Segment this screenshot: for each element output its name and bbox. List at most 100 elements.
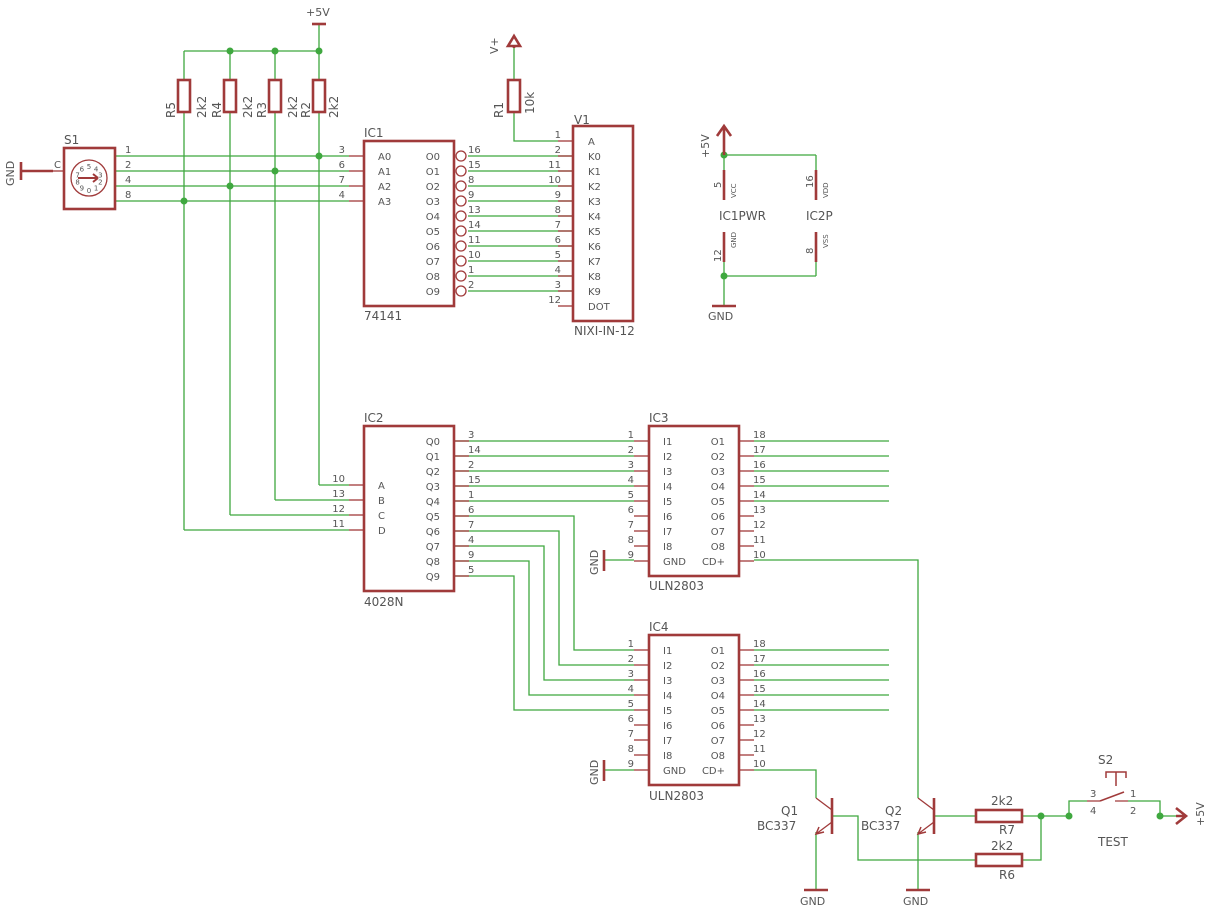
ic4-pins-pin-number: 1 <box>628 639 634 650</box>
gnd-label-pwr: GND <box>708 310 733 323</box>
ic3-pins-pin-name: CD+ <box>702 557 725 568</box>
ic1-74141: IC1 74141 3A06A17A24A316O015O18O29O313O4… <box>339 126 481 323</box>
ic3-uln2803: IC3 ULN2803 1I12I23I34I45I56I67I78I89GND… <box>628 411 766 593</box>
ic3-pins-pin-number: 2 <box>628 445 634 456</box>
ic4-pins-pin-name: O1 <box>711 646 725 657</box>
pwr-pin-vss-name: VSS <box>822 234 830 248</box>
ic3-pins-pin-name: I2 <box>663 452 672 463</box>
ic3-pins-pin-number: 5 <box>628 490 634 501</box>
resistor-r3 <box>267 78 283 114</box>
v1-pin-name: K5 <box>588 227 601 238</box>
ic3-pins-pin-number: 15 <box>753 475 766 486</box>
ic2-pin-name: Q2 <box>426 467 440 478</box>
ic3-pins-pin-name: GND <box>663 557 686 568</box>
pushbutton-s2-pin-1: 1 <box>1130 789 1136 800</box>
ic1-pin-number: 11 <box>468 235 481 246</box>
v1-pin-number: 1 <box>555 130 561 141</box>
ic3-pins-pin-name: I1 <box>663 437 672 448</box>
ic4-pins-pin-number: 9 <box>628 759 634 770</box>
switch-s1-dial-digit: 0 <box>87 187 91 195</box>
v1-pin-name: K4 <box>588 212 601 223</box>
junction-dot <box>271 167 279 175</box>
transistor-q2: Q2 BC337 <box>861 797 936 836</box>
ic3-value: ULN2803 <box>649 579 704 593</box>
ic1-pin-number: 2 <box>468 280 474 291</box>
transistor-q1: Q1 BC337 <box>757 797 834 836</box>
ic2-pin-number: 1 <box>468 490 474 501</box>
pwr-pin-vcc-name: VCC <box>730 183 738 198</box>
ic2p-label: IC2P <box>806 209 833 223</box>
ic4-pins-pin-number: 10 <box>753 759 766 770</box>
ic3-pins-pin-name: O7 <box>711 527 725 538</box>
ic1-pin-number: 13 <box>468 205 481 216</box>
ic1-pins: 3A06A17A24A316O015O18O29O313O414O511O610… <box>339 145 481 298</box>
ic3-pins-pin-number: 16 <box>753 460 766 471</box>
ic4-pins-pin-name: O7 <box>711 736 725 747</box>
ic2-pin-name: Q1 <box>426 452 440 463</box>
resistor-r2 <box>311 78 327 114</box>
ic2-pin-name: Q3 <box>426 482 440 493</box>
ic2-pin-number: 2 <box>468 460 474 471</box>
ic4-pins-pin-name: I1 <box>663 646 672 657</box>
ic4-pins-pin-number: 6 <box>628 714 634 725</box>
ic4-pins-pin-name: I6 <box>663 721 672 732</box>
transistor-q2-name: Q2 <box>885 804 902 818</box>
ic1-pin-name: A3 <box>378 197 391 208</box>
ic1-pin-name: O5 <box>426 227 440 238</box>
v1-pin-number: 6 <box>555 235 561 246</box>
junction-dot <box>720 272 728 280</box>
ic1-pin-name: O2 <box>426 182 440 193</box>
resistor-r6-name: R6 <box>999 868 1015 882</box>
ic1-pin-name: O4 <box>426 212 440 223</box>
pushbutton-s2-pin-2: 2 <box>1130 806 1136 817</box>
resistor-r3-value: 2k2 <box>286 96 300 118</box>
ic2-pin-name: Q7 <box>426 542 440 553</box>
ic4-pins-pin-name: I8 <box>663 751 672 762</box>
resistor-r5-name: R5 <box>164 102 178 118</box>
resistor-r5-value: 2k2 <box>195 96 209 118</box>
resistor-r7 <box>974 808 1024 824</box>
switch-s1-common-label: C <box>54 160 61 171</box>
junction-dot <box>226 182 234 190</box>
ic2-pin-name: C <box>378 511 385 522</box>
switch-s1-dial-digit: 2 <box>98 179 102 187</box>
ic4-pins-pin-name: O4 <box>711 691 725 702</box>
ic1-pin-number: 14 <box>468 220 481 231</box>
ic3-pins-pin-name: I4 <box>663 482 672 493</box>
ic4-pins-pin-name: GND <box>663 766 686 777</box>
junction-dot <box>315 152 323 160</box>
switch-s1-dial-digit: 1 <box>94 185 98 193</box>
ic3-pins-pin-number: 13 <box>753 505 766 516</box>
switch-s1-dial-digit: 3 <box>98 171 102 179</box>
ic3-name: IC3 <box>649 411 669 425</box>
ic4-value: ULN2803 <box>649 789 704 803</box>
ic4-pins-pin-name: I7 <box>663 736 672 747</box>
ic4-pins-pin-number: 13 <box>753 714 766 725</box>
junction-dot <box>1156 812 1164 820</box>
transistor-q1-name: Q1 <box>781 804 798 818</box>
v1-pin-name: K9 <box>588 287 601 298</box>
ic1-pin-name: O7 <box>426 257 440 268</box>
ic2-pin-number: 12 <box>332 504 345 515</box>
ic2-pin-name: B <box>378 496 385 507</box>
v1-pin-number: 2 <box>555 145 561 156</box>
switch-s1-dial-digit: 9 <box>80 185 84 193</box>
v1-pin-number: 3 <box>555 280 561 291</box>
ic3-pins-pin-name: O2 <box>711 452 725 463</box>
switch-s1-dial-digit: 7 <box>75 171 79 179</box>
ic3-pins-pin-number: 6 <box>628 505 634 516</box>
ic3-pins-pin-number: 14 <box>753 490 766 501</box>
ic2-pin-number: 3 <box>468 430 474 441</box>
ic4-pins-pin-name: O5 <box>711 706 725 717</box>
ic4-pins-pin-number: 16 <box>753 669 766 680</box>
ic3-pins: 1I12I23I34I45I56I67I78I89GND18O117O216O3… <box>628 430 766 568</box>
ic4-pins-pin-name: O8 <box>711 751 725 762</box>
ic2-pin-name: Q4 <box>426 497 440 508</box>
ic3-pins-pin-number: 1 <box>628 430 634 441</box>
ic2-pin-number: 14 <box>468 445 481 456</box>
gnd-label-q2: GND <box>903 895 928 908</box>
gnd-label-q1: GND <box>800 895 825 908</box>
